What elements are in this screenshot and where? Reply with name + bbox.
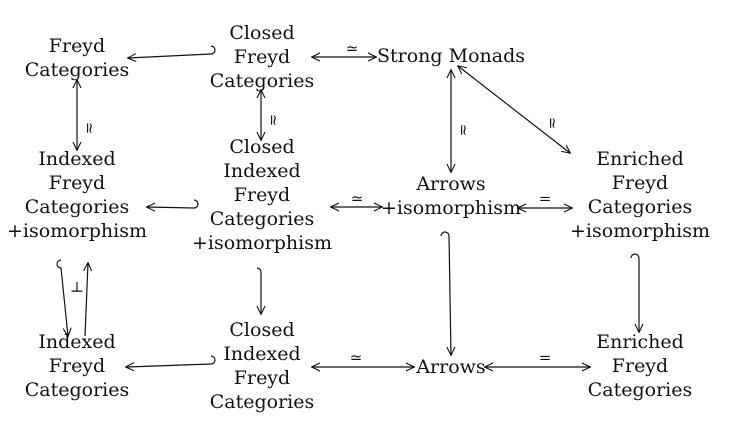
node-closed-freyd-categories: Closed Freyd Categories [209,22,315,92]
node-arrows: Arrows [416,356,486,378]
edge-indexediso-to-indexed [56,259,68,336]
label-adjoint: ⊣ [67,280,86,294]
edge-closedindexed-to-indexed [126,355,216,367]
edge-closedindexediso-to-indexediso [147,199,199,208]
label-simeq: ≃ [350,189,364,208]
label-equals: = [538,189,552,208]
edge-indexed-to-indexediso [85,263,88,337]
label-simeq: ≃ [349,348,363,367]
node-enriched-freyd-iso: Enriched Freyd Categories +isomorphism [570,148,710,242]
label-equals: = [538,348,552,367]
edge-closedindexediso-to-closedindexed [257,267,261,314]
node-freyd-categories: Freyd Categories [24,35,130,81]
node-arrows-iso: Arrows +isomorphism [381,173,521,219]
node-strong-monads: Strong Monads [377,45,525,67]
edge-arrowsiso-to-arrows [440,231,451,355]
node-closed-indexed-freyd-categories: Closed Indexed Freyd Categories [209,319,315,413]
edge-enrichediso-to-enriched [630,253,639,332]
label-simeq: ≃ [80,121,99,135]
label-simeq: ≃ [543,116,562,130]
node-indexed-freyd-categories: Indexed Freyd Categories [24,331,130,401]
label-simeq: ≃ [264,113,283,127]
label-simeq: ≃ [345,39,359,58]
edge-closedfreyd-to-freyd [128,45,216,58]
node-enriched-freyd-categories: Enriched Freyd Categories [587,331,693,401]
edge-strongmonads-enrichediso [458,66,570,153]
node-indexed-freyd-iso: Indexed Freyd Categories +isomorphism [7,148,147,242]
node-closed-indexed-freyd-iso: Closed Indexed Freyd Categories +isomorp… [192,136,332,254]
label-simeq: ≃ [454,123,473,137]
